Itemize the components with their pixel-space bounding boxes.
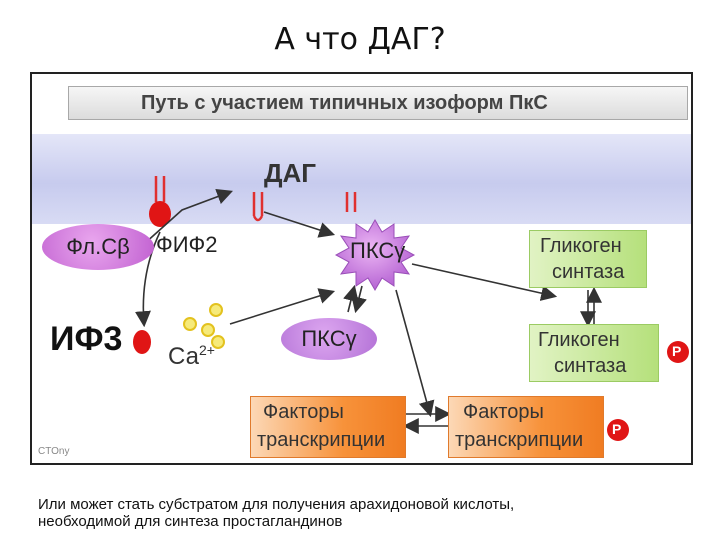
pathway-diagram: Путь с участием типичных изоформ ПкС [30,72,693,465]
arrow-pip2-to-ip3 [135,231,161,328]
glycogen-synthase-box-1: Гликоген синтаза [529,230,647,288]
calcium-label: Са2+ [168,342,215,371]
glycogen-synthase-box-2: Гликоген синтаза [529,324,659,382]
pkc-active-star-icon [334,219,416,291]
pathway-graphics [133,176,689,441]
transcription-factors-box-1: Факторы транскрипции [250,396,406,458]
transcription-factors-1-line-1: Факторы [263,401,344,423]
pkc-inactive: ПКСγ [281,318,377,360]
glycogen-synthase-2-line-2: синтаза [554,355,627,377]
pkc-membrane-anchor-icon [345,192,357,212]
pkc-active-label: ПКСγ [350,238,406,263]
calcium-ions-icon [183,303,225,349]
arrow-calcium-to-pkc [229,288,336,325]
arrow-dag-to-pkc [263,211,336,238]
transcription-factors-box-2: Факторы транскрипции [448,396,604,458]
arrow-pkc-inactive-to-active [343,284,359,313]
diagram-title: Путь с участием типичных изоформ ПкС [68,86,688,120]
transcription-factors-2-line-1: Факторы [463,401,544,423]
pip2-label: ФИФ2 [156,232,218,257]
phospholipase-c-beta: Фл.Сβ [42,224,154,270]
transcription-factors-1-line-2: транскрипции [257,429,386,451]
arrow-pkc-to-glycogen-synthase [411,263,558,301]
dag-label: ДАГ [264,158,317,188]
phosphate-icon-transcription [607,419,629,441]
arrow-plc-to-pip2 [143,189,233,245]
phosphate-icon-glycogen [667,341,689,363]
caption-line-2: необходимой для синтеза простагландинов [38,513,343,530]
arrow-pkc-active-to-inactive [351,285,367,314]
glycogen-synthase-1-line-1: Гликоген [540,235,622,257]
ip3-label: ИФ3 [50,320,123,358]
transcription-factors-2-line-2: транскрипции [455,429,584,451]
calcium-charge: 2+ [198,342,215,358]
slide-caption: Или может стать субстратом для получения… [38,496,698,530]
phosphate-label-glycogen: Р [672,343,682,359]
glycogen-synthase-1-line-2: синтаза [552,261,625,283]
ip3-marker-icon [133,330,151,354]
phosphate-label-transcription: Р [612,421,622,437]
caption-line-1: Или может стать субстратом для получения… [38,496,515,513]
arrow-pkc-to-transcription [395,289,435,418]
slide-title: А что ДАГ? [274,22,446,57]
calcium-symbol: Са [168,343,199,370]
cell-membrane [32,134,691,224]
pip2-lipid-icon [149,176,171,227]
watermark: CTOny [38,446,70,457]
dag-lipid-icon [252,192,264,222]
glycogen-synthase-2-line-1: Гликоген [538,329,620,351]
